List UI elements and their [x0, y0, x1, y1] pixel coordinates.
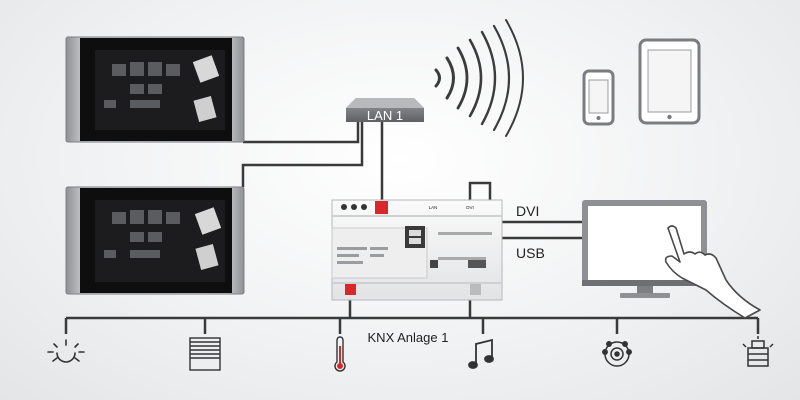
panel1-lan-line: [243, 120, 360, 144]
knx-bus-label: KNX Anlage 1: [368, 330, 449, 345]
server-lan-port-label: LAN: [429, 205, 438, 210]
lan-router: LAN 1: [346, 98, 424, 123]
tablet-icon: [638, 38, 701, 125]
dvi-line: [468, 181, 585, 224]
knx-ip-server: LAN DVI: [331, 199, 503, 301]
touch-panel-2: [65, 186, 245, 295]
dvi-label: DVI: [516, 203, 539, 219]
presence-icon: [602, 341, 632, 367]
blinds-icon: [189, 337, 221, 371]
thermometer-icon: [334, 336, 346, 372]
usb-label: USB: [516, 245, 545, 261]
lan-port: [375, 201, 388, 214]
lan-label: LAN 1: [367, 108, 403, 123]
wifi-icon: [434, 19, 524, 137]
alarm-icon: [742, 336, 774, 367]
panel2-lan-line: [241, 120, 364, 187]
touch-monitor: [582, 200, 761, 319]
smartphone-icon: [582, 69, 615, 126]
server-dvi-port-label: DVI: [466, 205, 474, 210]
music-icon: [468, 338, 494, 369]
touch-panel-1: [65, 36, 245, 143]
connection-lines: [64, 120, 760, 334]
usb-port: [405, 226, 425, 248]
lighting-icon: [47, 339, 85, 363]
pointing-hand-icon: [664, 225, 761, 319]
